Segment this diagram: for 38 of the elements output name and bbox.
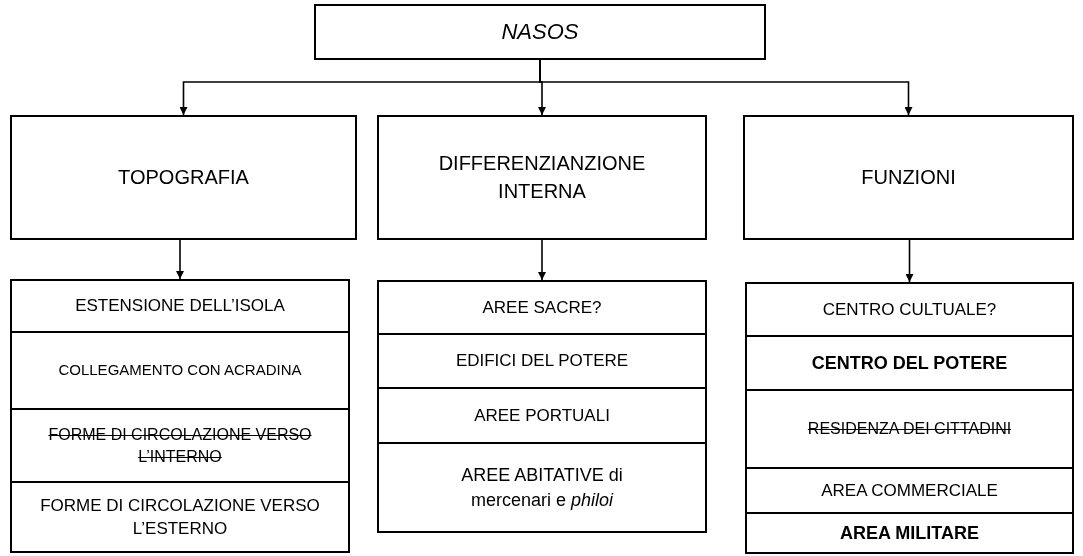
- process-box: [377, 442, 707, 533]
- process-box: [377, 333, 707, 389]
- process-box: [10, 279, 350, 333]
- process-box: [10, 115, 357, 240]
- process-box: [745, 512, 1074, 554]
- box-label: FUNZIONI: [861, 164, 956, 190]
- arrow: [538, 239, 546, 281]
- process-box: [743, 115, 1074, 240]
- process-box: [10, 481, 350, 553]
- arrow: [905, 239, 914, 283]
- arrow: [539, 59, 913, 116]
- box-label: NASOS: [501, 17, 579, 46]
- box-label: CENTRO CULTUALE?: [822, 298, 997, 321]
- process-box: [314, 4, 766, 60]
- process-box: [745, 335, 1074, 391]
- box-label: AREE SACRE?: [482, 296, 602, 319]
- process-box: [10, 331, 350, 410]
- box-label: AREA MILITARE: [840, 521, 979, 545]
- box-label: FORME DI CIRCOLAZIONE VERSO L’ESTERNO: [39, 494, 321, 540]
- box-label: AREE ABITATIVE di mercenari e philoi: [460, 463, 624, 512]
- process-box: [745, 467, 1074, 514]
- box-label: RESIDENZA DEI CITTADINI: [807, 419, 1012, 439]
- process-box: [10, 408, 350, 483]
- box-label: COLLEGAMENTO CON ACRADINA: [58, 360, 302, 381]
- box-label: DIFFERENZIANZIONE INTERNA: [437, 151, 647, 204]
- box-label: ESTENSIONE DELL’ISOLA: [75, 295, 285, 318]
- box-label: AREA COMMERCIALE: [821, 479, 998, 502]
- box-label: EDIFICI DEL POTERE: [455, 350, 629, 373]
- box-label: TOPOGRAFIA: [118, 164, 249, 190]
- box-label: AREE PORTUALI: [474, 404, 610, 427]
- box-label: FORME DI CIRCOLAZIONE VERSO L’INTERNO: [47, 424, 313, 467]
- box-label: CENTRO DEL POTERE: [811, 351, 1008, 375]
- arrow: [176, 239, 184, 280]
- process-box: [377, 115, 707, 240]
- process-box: [377, 387, 707, 444]
- process-box: [377, 280, 707, 335]
- process-box: [745, 389, 1074, 469]
- process-box: [745, 282, 1074, 337]
